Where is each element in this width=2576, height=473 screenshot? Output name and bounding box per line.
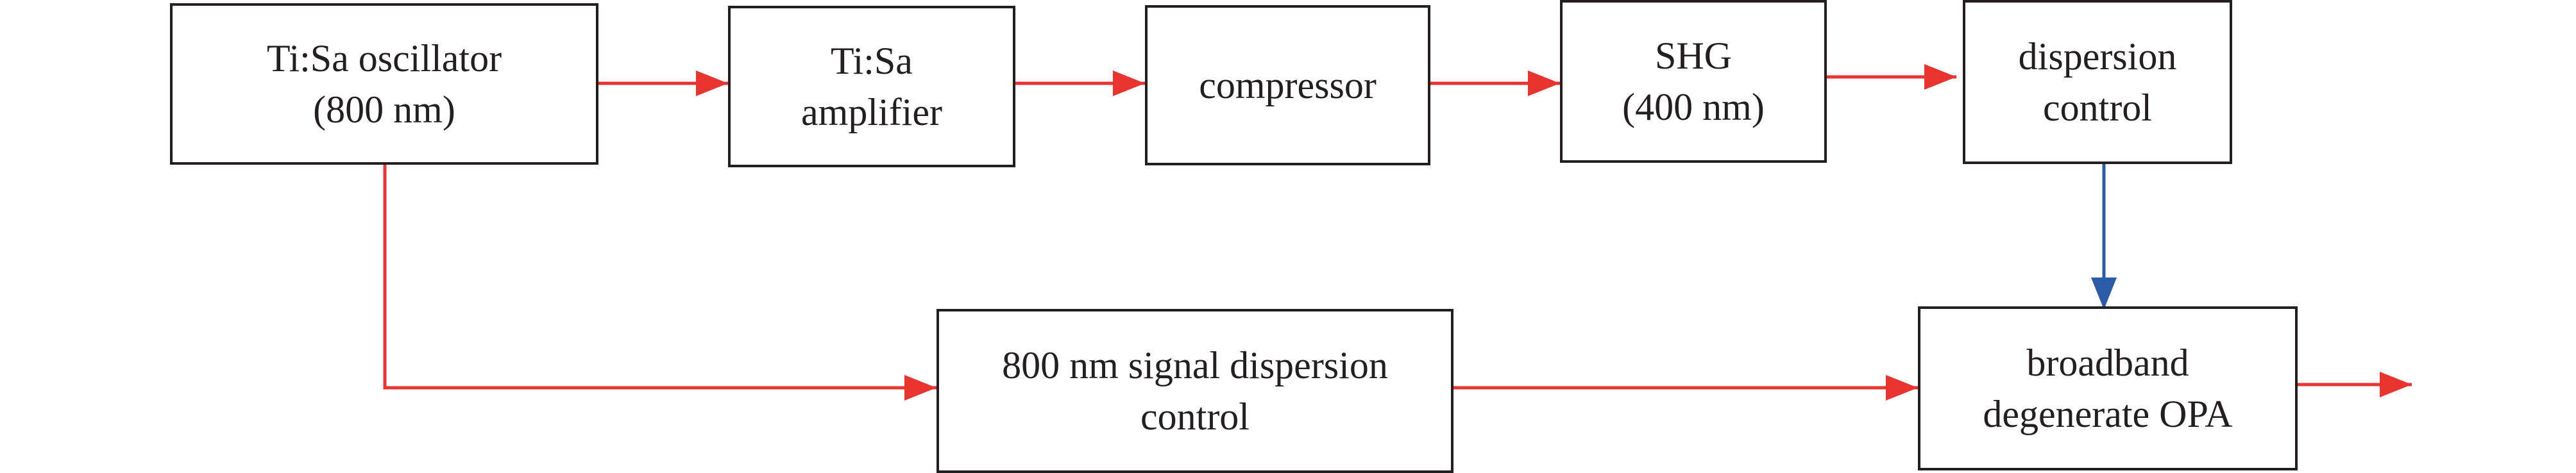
node-label-line: Ti:Sa oscillator	[266, 37, 502, 79]
node-label-line: Ti:Sa	[831, 40, 913, 82]
node-dispersion-control: dispersion control	[1963, 0, 2232, 164]
node-shg: SHG (400 nm)	[1560, 0, 1827, 163]
node-label-line: control	[2043, 87, 2152, 129]
node-ti-sa-oscillator: Ti:Sa oscillator (800 nm)	[170, 3, 598, 165]
node-label-line: (400 nm)	[1622, 86, 1765, 128]
node-compressor: compressor	[1145, 5, 1430, 165]
node-label-line: control	[1140, 395, 1250, 438]
node-800nm-signal-dispersion-control: 800 nm signal dispersion control	[936, 309, 1453, 473]
node-label-line: dispersion	[2018, 35, 2177, 78]
node-ti-sa-amplifier: Ti:Sa amplifier	[728, 6, 1015, 167]
node-label-line: SHG	[1654, 35, 1733, 77]
node-label-line: (800 nm)	[313, 88, 455, 131]
node-label-line: broadband	[2026, 342, 2189, 384]
node-label-line: compressor	[1199, 64, 1377, 106]
arrow-oscillator-to-signal-dispersion	[383, 162, 936, 401]
node-label-line: degenerate OPA	[1983, 393, 2233, 435]
node-label-line: 800 nm signal dispersion	[1002, 344, 1388, 386]
node-label-line: amplifier	[801, 91, 942, 133]
node-broadband-degenerate-opa: broadband degenerate OPA	[1918, 306, 2298, 470]
